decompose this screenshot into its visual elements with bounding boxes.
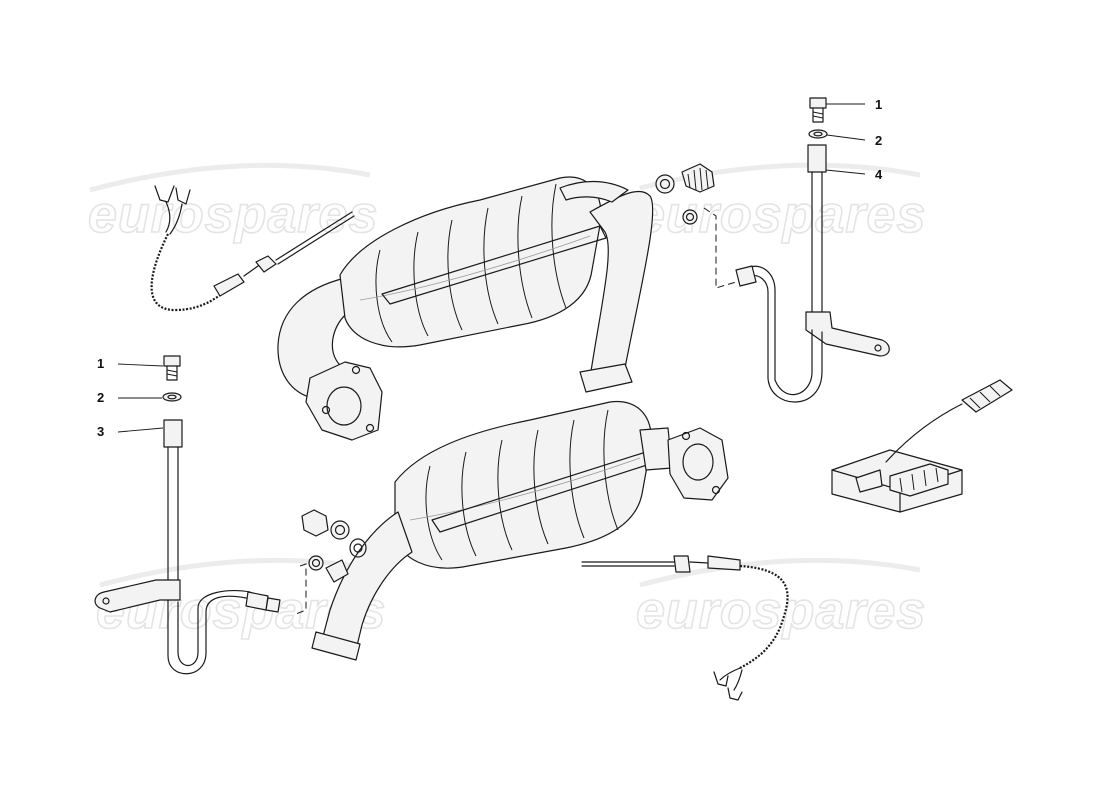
- catalytic-converter-lower: [311, 400, 729, 661]
- lambda-sensor-top-left: [150, 185, 355, 312]
- watermark-bottom-right: eurospares: [635, 557, 926, 641]
- callout-label-2-top: 2: [875, 133, 882, 148]
- callout-label-1-top: 1: [875, 97, 882, 112]
- plug-and-washer-bottom: [301, 509, 350, 571]
- sensor-bracket-right: [735, 97, 890, 403]
- assembly-line-bottom: [295, 563, 307, 615]
- catalytic-converter-upper: [277, 176, 654, 441]
- leader-line-1-left: [117, 363, 164, 367]
- watermark-top-left: eurospares: [87, 162, 378, 245]
- assembly-line-top: [703, 207, 737, 289]
- watermark-top-right: eurospares: [635, 162, 926, 245]
- leader-line-3-left: [117, 427, 164, 433]
- sensor-connector-block: [831, 379, 1013, 513]
- leader-line-4-top: [825, 169, 866, 175]
- lambda-sensor-bottom-right: [581, 555, 789, 701]
- sensor-bracket-left: [94, 355, 281, 675]
- callout-label-1-left: 1: [97, 356, 104, 371]
- svg-text:eurospares: eurospares: [636, 582, 926, 640]
- callout-label-3-left: 3: [97, 424, 104, 439]
- plug-and-washer-top: [655, 163, 715, 225]
- svg-text:eurospares: eurospares: [636, 186, 926, 244]
- leader-line-2-top: [826, 134, 866, 141]
- callout-label-2-left: 2: [97, 390, 104, 405]
- svg-text:eurospares: eurospares: [88, 186, 378, 244]
- callout-label-4-top: 4: [875, 167, 883, 182]
